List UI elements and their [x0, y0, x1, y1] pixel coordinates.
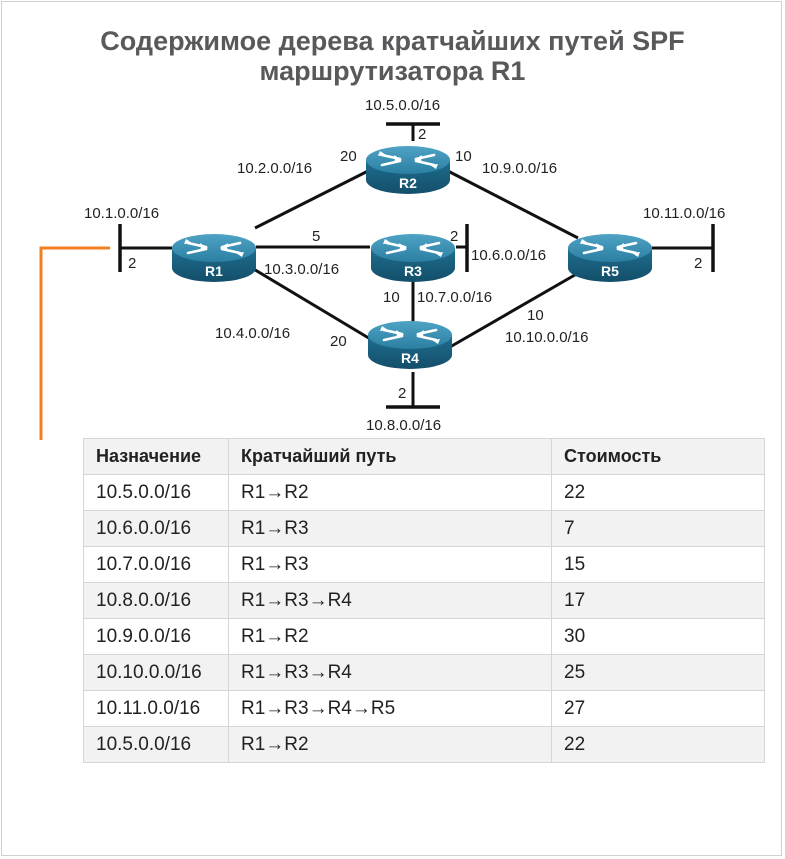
network-label-10-1: 10.1.0.0/16: [84, 205, 159, 222]
figure-title: Содержимое дерева кратчайших путей SPF м…: [0, 26, 785, 86]
cost-r1-r2: 20: [340, 148, 357, 165]
router-r1: R1: [170, 232, 258, 284]
column-header-path: Кратчайший путь: [228, 438, 552, 475]
network-label-10-2: 10.2.0.0/16: [237, 160, 312, 177]
table-row: 10.11.0.0/16 R1→R3→R4→R5 27: [83, 690, 765, 727]
cell-destination: 10.8.0.0/16: [83, 582, 229, 619]
cell-destination: 10.7.0.0/16: [83, 546, 229, 583]
cell-path: R1→R2: [228, 618, 552, 655]
link-r4-r5: [449, 270, 581, 349]
cost-r1-stub: 2: [128, 255, 136, 272]
link-r1-r2: [254, 168, 371, 230]
cell-cost: 15: [551, 546, 765, 583]
cell-path: R1→R2: [228, 726, 552, 763]
router-label-r2: R2: [399, 175, 417, 191]
cell-destination: 10.6.0.0/16: [83, 510, 229, 547]
cell-path: R1→R3→R4: [228, 582, 552, 619]
spf-table: Назначение Кратчайший путь Стоимость 10.…: [83, 438, 765, 763]
cost-r3-stub: 2: [450, 228, 458, 245]
cost-r3-r4: 10: [383, 289, 400, 306]
title-line-2: маршрутизатора R1: [259, 56, 526, 86]
router-r4: R4: [366, 319, 454, 371]
cell-path: R1→R3→R4→R5: [228, 690, 552, 727]
router-label-r3: R3: [404, 263, 422, 279]
table-row: 10.7.0.0/16 R1→R3 15: [83, 546, 765, 583]
router-label-r1: R1: [205, 263, 223, 279]
cell-destination: 10.5.0.0/16: [83, 474, 229, 511]
table-row: 10.9.0.0/16 R1→R2 30: [83, 618, 765, 655]
cost-r2-r5: 10: [455, 148, 472, 165]
cost-r4-r5: 10: [527, 307, 544, 324]
link-r1-r4: [251, 266, 373, 342]
table-row: 10.5.0.0/16 R1→R2 22: [83, 726, 765, 763]
cost-r5-stub: 2: [694, 255, 702, 272]
highlight-arrow: [39, 246, 110, 440]
cell-path: R1→R2: [228, 474, 552, 511]
cell-destination: 10.11.0.0/16: [83, 690, 229, 727]
table-header-row: Назначение Кратчайший путь Стоимость: [83, 438, 765, 475]
cell-cost: 25: [551, 654, 765, 691]
link-r2-r5: [445, 168, 579, 240]
cell-cost: 22: [551, 726, 765, 763]
router-r5: R5: [566, 232, 654, 284]
cost-r1-r4: 20: [330, 333, 347, 350]
cell-destination: 10.9.0.0/16: [83, 618, 229, 655]
router-label-r4: R4: [401, 350, 419, 366]
topology-diagram: R1 R2 R3 R4 R5 10.1.0.0/16 10.2.0.0/16 1…: [39, 97, 725, 440]
column-header-destination: Назначение: [83, 438, 229, 475]
table-row: 10.10.0.0/16 R1→R3→R4 25: [83, 654, 765, 691]
cell-destination: 10.5.0.0/16: [83, 726, 229, 763]
router-r2: R2: [364, 144, 452, 196]
cell-cost: 17: [551, 582, 765, 619]
network-label-10-5: 10.5.0.0/16: [365, 97, 440, 114]
table-row: 10.6.0.0/16 R1→R3 7: [83, 510, 765, 547]
router-r3: R3: [369, 232, 457, 284]
network-label-10-8: 10.8.0.0/16: [366, 417, 441, 434]
network-label-10-6: 10.6.0.0/16: [471, 247, 546, 264]
cost-r4-stub: 2: [398, 385, 406, 402]
network-label-10-10: 10.10.0.0/16: [505, 329, 588, 346]
cell-path: R1→R3: [228, 546, 552, 583]
router-label-r5: R5: [601, 263, 619, 279]
cell-path: R1→R3: [228, 510, 552, 547]
network-label-10-3: 10.3.0.0/16: [264, 261, 339, 278]
title-line-1: Содержимое дерева кратчайших путей SPF: [100, 26, 685, 56]
cost-r2-stub: 2: [418, 126, 426, 143]
cell-cost: 30: [551, 618, 765, 655]
network-label-10-9: 10.9.0.0/16: [482, 160, 557, 177]
links: [118, 122, 715, 409]
table-row: 10.8.0.0/16 R1→R3→R4 17: [83, 582, 765, 619]
cell-cost: 22: [551, 474, 765, 511]
network-label-10-4: 10.4.0.0/16: [215, 325, 290, 342]
table-row: 10.5.0.0/16 R1→R2 22: [83, 474, 765, 511]
network-label-10-11: 10.11.0.0/16: [643, 205, 725, 222]
cell-cost: 7: [551, 510, 765, 547]
cell-cost: 27: [551, 690, 765, 727]
cell-path: R1→R3→R4: [228, 654, 552, 691]
cell-destination: 10.10.0.0/16: [83, 654, 229, 691]
network-label-10-7: 10.7.0.0/16: [417, 289, 492, 306]
cost-r1-r3: 5: [312, 228, 320, 245]
column-header-cost: Стоимость: [551, 438, 765, 475]
